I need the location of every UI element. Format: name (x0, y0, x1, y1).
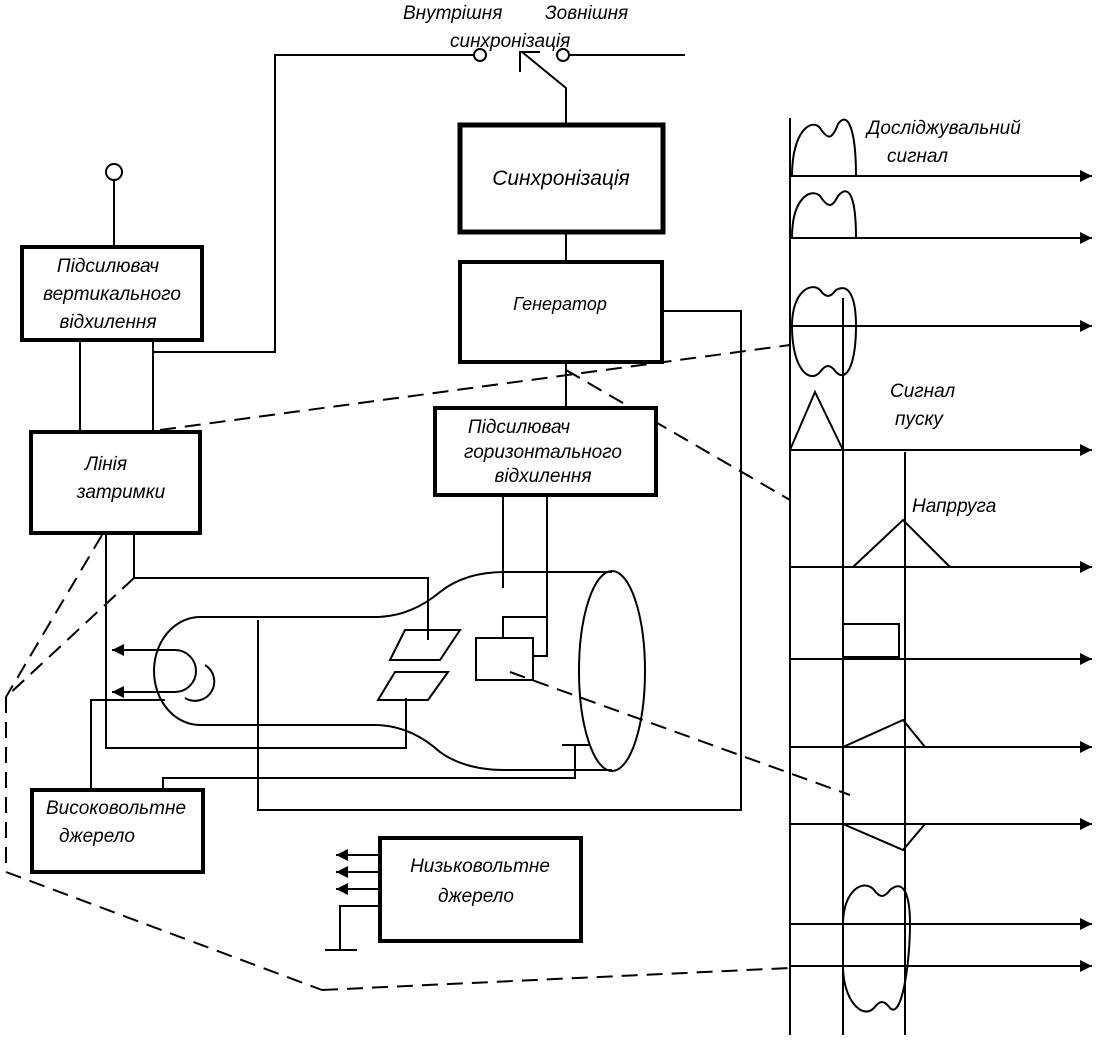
sync-mode-label: синхронізація (450, 31, 570, 52)
block-vertical-amp: Підсилювач вертикального відхилення (20, 245, 204, 342)
projection-lines (5, 344, 851, 991)
low-voltage-line1: Низьковольтне (410, 856, 550, 877)
vertical-amp-line2: вертикального (43, 284, 181, 305)
horizontal-amp-line2: горизонтального (464, 442, 622, 463)
trigger-pulse (789, 389, 844, 451)
delay-line-line1: Лінія (83, 454, 127, 475)
input-waveform-1 (791, 118, 857, 177)
block-low-voltage: Низьковольтне джерело (378, 836, 583, 943)
trigger-signal-line2: пуску (895, 409, 944, 430)
block-high-voltage: Високовольтне джерело (30, 788, 205, 874)
internal-sync-label: Внутрішня (403, 3, 502, 24)
horizontal-plate-a (475, 637, 534, 681)
vertical-amp-line3: відхилення (59, 312, 156, 333)
vertical-plate-upper (388, 629, 462, 661)
trigger-signal-line1: Сигнал (890, 381, 955, 402)
input-waveform-2 (791, 190, 857, 239)
generator-block-label: Генератор (513, 294, 607, 314)
time-axes (790, 170, 1092, 972)
block-sync: Синхронізація (457, 122, 666, 235)
external-sync-label: Зовнішня (545, 3, 628, 24)
block-delay-line: Лінія затримки (29, 430, 202, 535)
block-generator: Генератор (458, 260, 664, 364)
low-voltage-line2: джерело (438, 886, 514, 907)
crt-screen (578, 570, 646, 772)
input-signal-line1: Досліджувальний (865, 118, 1021, 139)
delay-line-line2: затримки (76, 482, 166, 503)
delayed-waveform (842, 884, 912, 1013)
horizontal-amp-line1: Підсилювач (468, 417, 570, 438)
vertical-amp-line1: Підсилювач (57, 256, 159, 277)
input-signal-line2: сигнал (887, 146, 948, 167)
vertical-plate-lower (376, 671, 450, 701)
ramp-down (842, 823, 926, 852)
input-terminal (105, 163, 123, 181)
timing-diagram: Досліджувальний сигнал Сигнал пуску Напр… (789, 118, 1092, 1035)
block-horizontal-amp: Підсилювач горизонтального відхилення (433, 406, 658, 497)
input-waveform-3 (791, 286, 858, 378)
crt-tube (112, 570, 646, 772)
voltage-label: Напрруга (912, 496, 996, 517)
sync-switch: Внутрішня Зовнішня синхронізація (403, 3, 685, 125)
sync-block-label: Синхронізація (492, 167, 630, 190)
high-voltage-line1: Високовольтне (46, 798, 186, 819)
horizontal-amp-line3: відхилення (494, 466, 591, 487)
sweep-triangle (852, 518, 951, 568)
ramp-up (842, 718, 926, 748)
wiring (79, 54, 742, 951)
gate-pulse (842, 623, 900, 658)
high-voltage-line2: джерело (59, 826, 135, 847)
